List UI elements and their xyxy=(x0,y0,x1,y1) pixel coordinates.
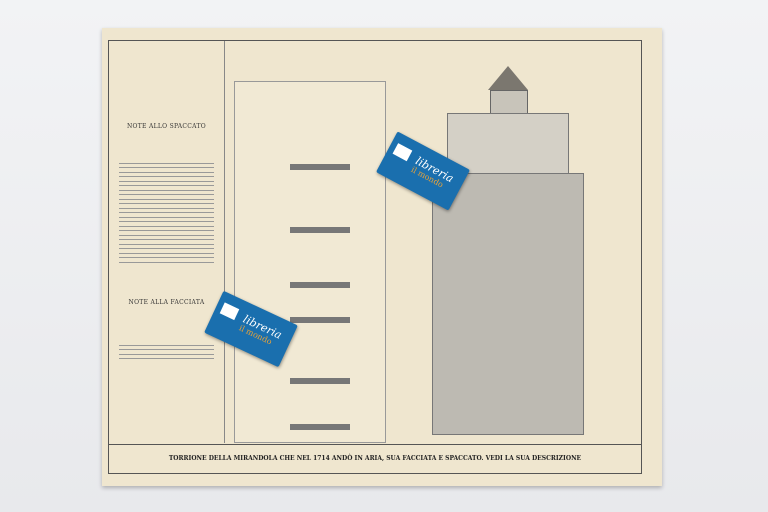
notes-facade-heading: NOTE ALLA FACCIATA xyxy=(128,299,205,306)
notes-section-lines xyxy=(119,159,214,266)
tower-upper xyxy=(447,113,569,175)
book-logo-icon xyxy=(392,143,413,162)
tower-roof xyxy=(488,66,528,90)
book-logo-icon xyxy=(219,302,240,321)
tower-cross-section xyxy=(234,81,386,443)
floor xyxy=(290,282,350,288)
floor xyxy=(290,424,350,430)
antique-print: NOTE ALLO SPACCATO NOTE ALLA FACCIATA TO… xyxy=(102,28,662,486)
floor xyxy=(290,317,350,323)
floor xyxy=(290,378,350,384)
floor xyxy=(290,164,350,170)
print-caption: TORRIONE DELLA MIRANDOLA CHE NEL 1714 AN… xyxy=(109,444,641,473)
notes-section-heading: NOTE ALLO SPACCATO xyxy=(126,123,207,130)
print-frame: NOTE ALLO SPACCATO NOTE ALLA FACCIATA TO… xyxy=(108,40,642,474)
notes-facade-lines xyxy=(119,341,214,363)
notes-column: NOTE ALLO SPACCATO NOTE ALLA FACCIATA xyxy=(109,41,225,443)
engraver-credit xyxy=(115,459,116,464)
tower-facade xyxy=(432,173,584,435)
floor xyxy=(290,227,350,233)
